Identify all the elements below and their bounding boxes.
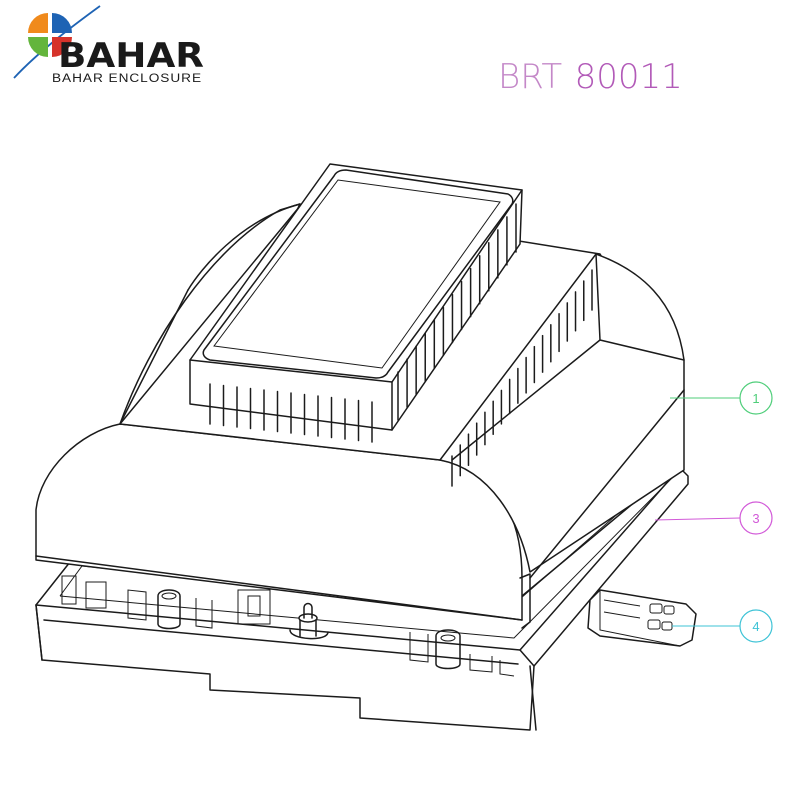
logo-wordmark: BAHAR bbox=[58, 36, 204, 76]
right-vent-slots bbox=[451, 269, 593, 487]
front-vent-slots bbox=[209, 383, 373, 443]
callout-1-circle bbox=[739, 381, 773, 415]
callout-4-label: 4 bbox=[752, 619, 759, 634]
callout-3-label: 3 bbox=[752, 511, 759, 526]
logo-quadrant-orange bbox=[28, 13, 48, 33]
logo-quadrant-blue bbox=[52, 13, 72, 33]
bahar-logo: BAHAR BAHAR ENCLOSURE bbox=[13, 5, 204, 85]
callout-1-label: 1 bbox=[752, 391, 759, 406]
logo-quadrant-green bbox=[28, 37, 48, 57]
model-name: BRT 80011 bbox=[498, 57, 683, 97]
callout-4: 4 bbox=[672, 609, 773, 643]
base-internal-features bbox=[61, 575, 515, 677]
din-rail-clip bbox=[587, 589, 697, 647]
callout-3-circle bbox=[739, 501, 773, 535]
logo-quadrant-red bbox=[52, 37, 72, 57]
logo-tagline: BAHAR ENCLOSURE bbox=[52, 73, 202, 85]
callout-4-circle bbox=[739, 609, 773, 643]
model-prefix: BRT bbox=[498, 57, 562, 97]
callout-3: 3 bbox=[654, 501, 773, 535]
model-number: 80011 bbox=[575, 57, 683, 97]
callouts: 1 3 4 bbox=[654, 381, 773, 643]
callout-1: 1 bbox=[670, 381, 773, 415]
enclosure-cover bbox=[35, 163, 685, 629]
callout-3-leader bbox=[654, 517, 741, 521]
side-vent-slots bbox=[397, 203, 517, 421]
